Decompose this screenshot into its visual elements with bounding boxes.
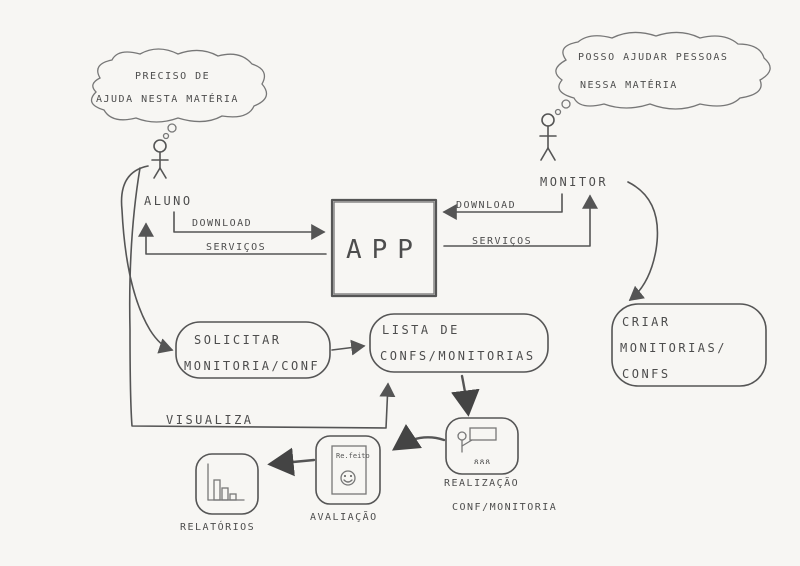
relatorios-chart-icon [195,453,259,515]
aluno-download-label: DOWNLOAD [192,218,252,229]
aluno-servicos-label: SERVIÇOS [206,242,266,253]
avaliacao-to-relatorios-arrow [267,447,316,477]
realizacao-to-avaliacao-arrow [392,424,446,451]
aluno-label: ALUNO [144,194,193,208]
aluno-download-arrow [173,211,326,240]
monitor-label: MONITOR [540,175,608,189]
criar-line-3: CONFS [622,367,671,381]
app-label: APP [346,235,423,265]
monitor-servicos-label: SERVIÇOS [472,236,532,247]
criar-line-1: CRIAR [622,315,671,329]
monitor-download-label: DOWNLOAD [456,200,516,211]
visualiza-label: VISUALIZA [166,413,254,427]
audience-marks: ጸጸጸ [474,457,491,466]
monitor-to-criar-arrow [627,181,659,302]
avaliacao-icon: Re.feito [315,435,381,505]
avaliacao-note: Re.feito [336,452,370,460]
solicitar-line-2: MONITORIA/CONF [184,359,320,373]
monitor-thought-line-2: NESSA MATÉRIA [580,78,678,91]
criar-node: CRIAR MONITORIAS/ CONFS [611,303,767,387]
aluno-thought-line-1: PRECISO DE [135,71,210,82]
realizacao-label-1: REALIZAÇÃO [444,476,519,489]
lista-line-2: CONFS/MONITORIAS [380,349,536,363]
aluno-stick-figure [151,139,169,179]
realizacao-icon: ጸጸጸ [445,417,519,475]
realizacao-label-2: CONF/MONITORIA [452,502,557,513]
aluno-servicos-arrow [138,222,327,255]
monitor-thought-line-1: POSSO AJUDAR PESSOAS [578,52,728,63]
aluno-to-solicitar-arrow [120,165,174,354]
relatorios-label: RELATÓRIOS [180,520,255,533]
aluno-thought-cloud: PRECISO DE AJUDA NESTA MATÉRIA [90,48,268,140]
monitor-download-arrow [442,193,563,220]
lista-node: LISTA DE CONFS/MONITORIAS [369,313,549,373]
aluno-thought-line-2: AJUDA NESTA MATÉRIA [96,92,239,105]
monitor-thought-cloud: POSSO AJUDAR PESSOAS NESSA MATÉRIA [554,31,771,116]
solicitar-to-lista-arrow [331,339,366,356]
solicitar-line-1: SOLICITAR [194,333,282,347]
monitor-stick-figure [539,113,557,161]
app-box: APP [330,198,438,298]
avaliacao-label: AVALIAÇÃO [310,510,378,523]
lista-to-realizacao-arrow [451,374,480,417]
lista-line-1: LISTA DE [382,323,460,337]
criar-line-2: MONITORIAS/ [620,341,727,355]
visualiza-arrow [128,167,396,429]
monitor-servicos-arrow [443,194,598,247]
solicitar-node: SOLICITAR MONITORIA/CONF [175,321,331,379]
